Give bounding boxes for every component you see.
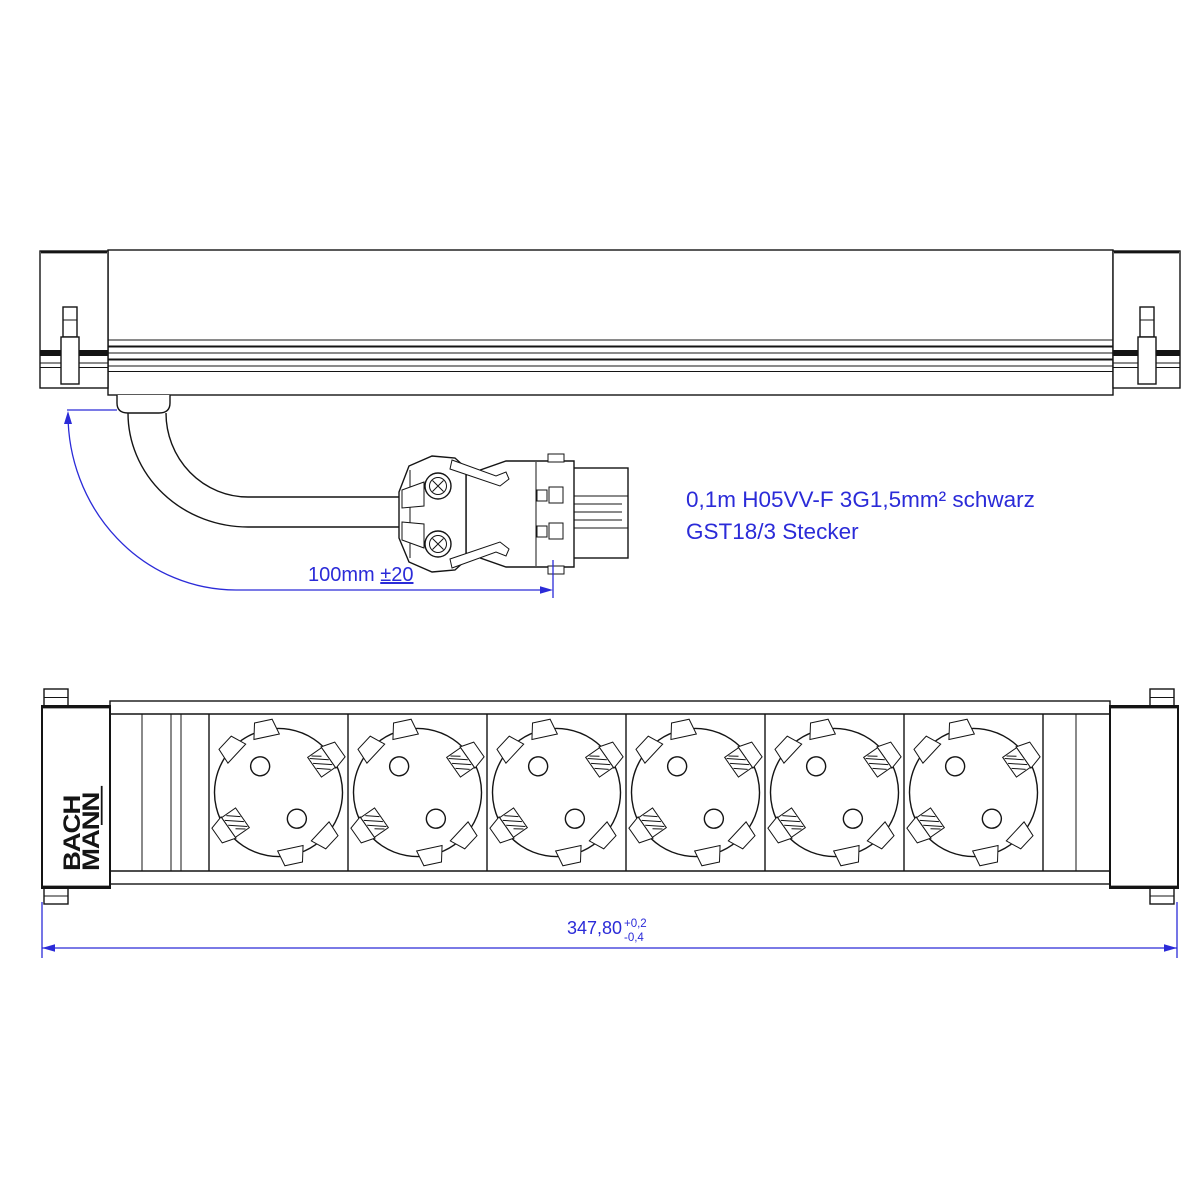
cable-gland [116,395,171,414]
end-cap-right-front [1109,705,1179,889]
logo-line1: BACH [60,796,86,871]
clamp-screw-top [424,472,452,500]
side-profile-body [78,249,1141,396]
overall-length-label: 347,80 +0,2 -0,4 [567,918,647,944]
top-view: 100mm ±20 0,1m H05VV-F 3G1,5mm² schwarz … [39,249,1181,598]
overall-length-tol-upper: +0,2 [624,918,647,930]
cable-note-line2: GST18/3 Stecker [686,519,859,544]
mounting-clip-right-top-view [1137,306,1157,385]
mounting-clip-left-top-view [60,306,80,385]
cable-length-label: 100mm ±20 [308,564,413,586]
logo-tagline-mark [100,785,103,826]
end-cap-left-front: BACH MANN [41,705,111,889]
plug-pins [536,486,564,540]
cable-length-dimension: 100mm ±20 [64,409,554,598]
power-cord [127,412,402,528]
clamp-hook-top [449,459,510,487]
clamp-screw-bottom [424,530,452,558]
cable-note-line1: 0,1m H05VV-F 3G1,5mm² schwarz [686,487,1035,512]
clamp-hook-bottom [449,541,510,569]
overall-length-dimension: 347,80 +0,2 -0,4 [41,902,1178,958]
bachmann-logo: BACH MANN [60,785,105,871]
logo-line2: MANN [79,793,105,871]
bottom-view: BACH MANN 347,80 +0,2 -0,4 [41,688,1179,958]
sockets-layer [173,688,1079,897]
overall-length-value: 347,80 [567,918,622,938]
mounting-tab-left-bottom [43,887,69,905]
cable-note: 0,1m H05VV-F 3G1,5mm² schwarz GST18/3 St… [686,487,1035,544]
gst18-plug [398,453,629,575]
mounting-tab-right-top [1149,688,1175,707]
mounting-tab-left-top [43,688,69,707]
overall-length-tol-lower: -0,4 [624,932,644,944]
mounting-tab-right-bottom [1149,887,1175,905]
